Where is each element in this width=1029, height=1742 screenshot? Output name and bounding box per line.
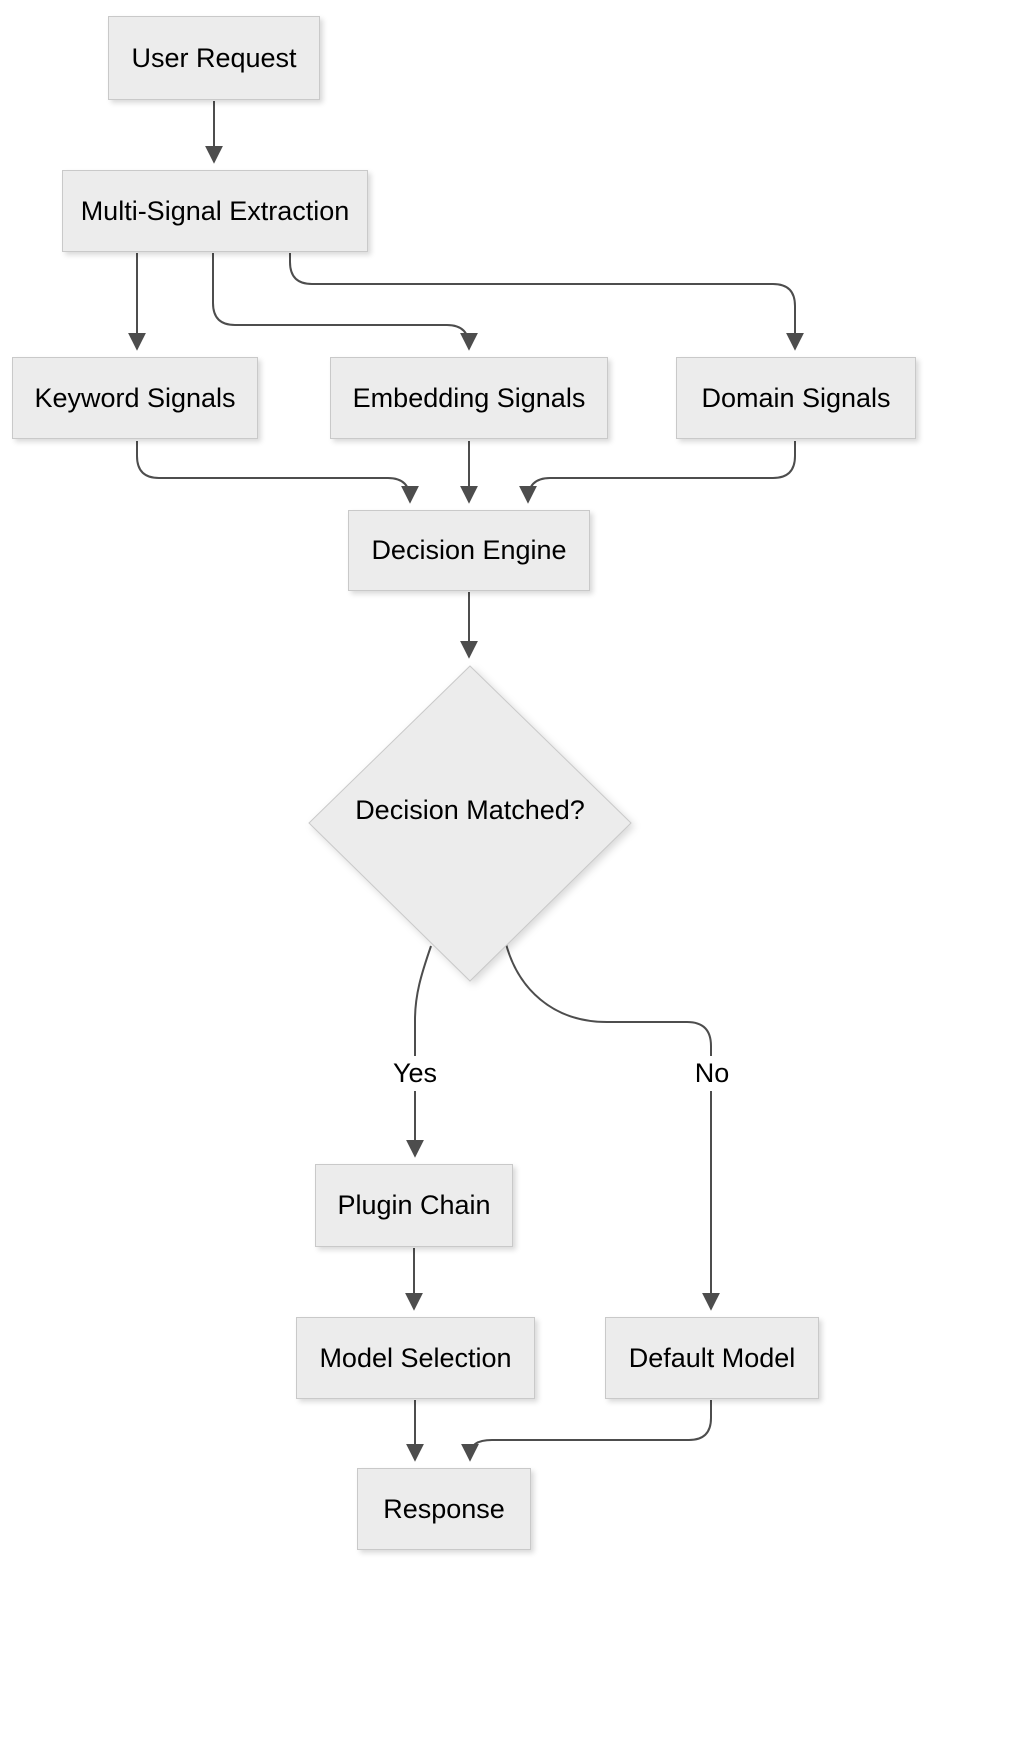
node-user-request-label: User Request (131, 42, 297, 73)
node-keyword-signals-label: Keyword Signals (34, 382, 236, 413)
node-default-model-label: Default Model (628, 1342, 796, 1373)
node-decision-engine-label: Decision Engine (371, 535, 567, 565)
edge-default-model-to-response (461, 1400, 712, 1462)
node-plugin-chain-label: Plugin Chain (337, 1190, 491, 1220)
decision-matched-diamond (308, 665, 632, 982)
node-model-selection-label: Model Selection (319, 1342, 512, 1373)
edge-domain-to-decision-engine (519, 441, 796, 504)
node-keyword-signals: Keyword Signals (12, 357, 258, 439)
node-domain-signals: Domain Signals (676, 357, 916, 439)
node-multi-signal-extraction-label: Multi-Signal Extraction (80, 195, 350, 226)
edge-diamond-no-to-default-model (505, 943, 720, 1311)
node-response: Response (357, 1468, 531, 1550)
node-decision-matched-label: Decision Matched? (355, 795, 585, 825)
edge-label-yes: Yes (372, 1056, 458, 1091)
edge-diamond-yes-to-plugin-chain (406, 945, 432, 1158)
node-plugin-chain: Plugin Chain (315, 1164, 513, 1247)
node-model-selection: Model Selection (296, 1317, 535, 1399)
node-decision-engine: Decision Engine (348, 510, 590, 591)
node-default-model: Default Model (605, 1317, 819, 1399)
edge-label-no: No (672, 1056, 752, 1091)
node-multi-signal-extraction: Multi-Signal Extraction (62, 170, 368, 252)
edge-multi-signal-to-domain (289, 253, 804, 351)
node-embedding-signals-label: Embedding Signals (352, 382, 586, 413)
edge-keyword-to-decision-engine (136, 441, 419, 504)
node-user-request: User Request (108, 16, 320, 100)
edge-multi-signal-to-embedding (212, 253, 478, 351)
node-response-label: Response (383, 1493, 505, 1524)
node-embedding-signals: Embedding Signals (330, 357, 608, 439)
node-domain-signals-label: Domain Signals (701, 382, 891, 413)
